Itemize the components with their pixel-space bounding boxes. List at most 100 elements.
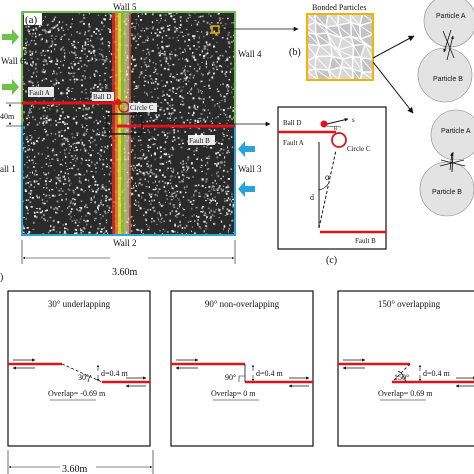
particle-speck [74, 54, 77, 56]
particle-speck [184, 131, 187, 133]
particle-speck [179, 206, 180, 208]
particle-speck [139, 19, 142, 21]
particle-speck [22, 48, 24, 50]
particle-speck [143, 30, 145, 32]
particle-speck [77, 225, 79, 227]
particle-speck [136, 228, 138, 231]
particle-speck [102, 56, 104, 58]
particle-speck [79, 209, 82, 212]
particle-speck [183, 77, 186, 80]
particle-speck [88, 23, 90, 26]
panel-b-label: (b) [289, 47, 301, 58]
particle-speck [54, 48, 56, 51]
particle-speck [231, 196, 233, 198]
particle-speck [55, 82, 57, 85]
particle-speck [168, 37, 171, 39]
particle-speck [163, 113, 165, 116]
particle-speck [55, 176, 57, 179]
particle-speck [226, 151, 228, 154]
particle-speck [202, 101, 204, 104]
particle-speck [183, 186, 186, 189]
particle-speck [98, 48, 101, 50]
particle-speck [138, 182, 141, 184]
particle-speck [34, 43, 37, 45]
particle-speck [174, 30, 176, 33]
particle-speck [222, 25, 224, 27]
particle-speck [46, 133, 49, 136]
particle-speck [59, 121, 62, 123]
particle-speck [219, 18, 221, 21]
particle-speck [192, 175, 194, 178]
particle-speck [101, 43, 104, 45]
particle-speck [43, 20, 44, 21]
particle-speck [136, 169, 138, 171]
particle-speck [137, 38, 140, 40]
particle-speck [206, 218, 207, 220]
particle-speck [227, 150, 229, 152]
particle-speck [199, 167, 202, 168]
particle-speck [96, 128, 99, 130]
particle-speck [213, 199, 215, 201]
circle-c-c [331, 132, 347, 148]
particle-speck [99, 75, 101, 77]
particle-speck [186, 59, 189, 62]
particle-speck [147, 51, 150, 54]
particle-speck [212, 67, 215, 69]
particle-speck [176, 73, 179, 75]
particle-speck [62, 175, 64, 178]
particle-speck [71, 167, 74, 169]
particle-speck [158, 83, 160, 85]
particle-speck [105, 89, 107, 91]
particle-speck [134, 35, 137, 38]
particle-speck [99, 38, 102, 41]
particle-speck [137, 184, 139, 186]
particle-speck [137, 194, 140, 197]
particle-speck [76, 219, 78, 221]
particle-speck [96, 184, 99, 186]
particle-speck [224, 73, 226, 75]
particle-speck [219, 149, 221, 152]
particle-speck [165, 45, 168, 48]
particle-speck [223, 128, 225, 130]
particle-speck [159, 157, 162, 159]
particle-speck [48, 197, 51, 199]
particle-speck [28, 186, 31, 188]
particle-speck [37, 152, 40, 155]
particle-speck [77, 193, 80, 196]
particle-speck [67, 188, 70, 190]
cell-edge [314, 68, 332, 80]
particle-speck [135, 185, 137, 186]
particle-speck [137, 101, 140, 104]
particle-speck [144, 158, 146, 160]
particle-speck [144, 63, 147, 66]
particle-speck [204, 121, 207, 123]
particle-speck [189, 121, 192, 124]
particle-speck [132, 55, 134, 58]
particle-speck [30, 206, 32, 208]
particle-speck [92, 141, 94, 143]
particle-speck [50, 179, 52, 181]
particle-speck [29, 109, 31, 111]
particle-speck [142, 153, 145, 155]
particle-speck [161, 95, 164, 97]
particle-speck [94, 54, 96, 57]
particle-speck [145, 219, 147, 222]
particle-speck [225, 186, 228, 189]
particle-speck [103, 25, 105, 28]
particle-speck [213, 45, 215, 48]
particle-speck [182, 51, 185, 53]
particle-speck [145, 211, 148, 214]
particle-speck [66, 88, 68, 91]
particle-speck [218, 58, 221, 60]
particle-speck [195, 149, 198, 152]
particle-speck [62, 79, 64, 82]
particle-speck [176, 214, 178, 216]
particle-speck [230, 200, 232, 203]
particle-speck [109, 192, 112, 194]
particle-speck [45, 163, 48, 165]
particle-speck [212, 214, 214, 216]
particle-speck [130, 56, 133, 59]
particle-speck [168, 112, 170, 115]
particle-speck [135, 185, 137, 188]
particle-speck [205, 222, 208, 224]
